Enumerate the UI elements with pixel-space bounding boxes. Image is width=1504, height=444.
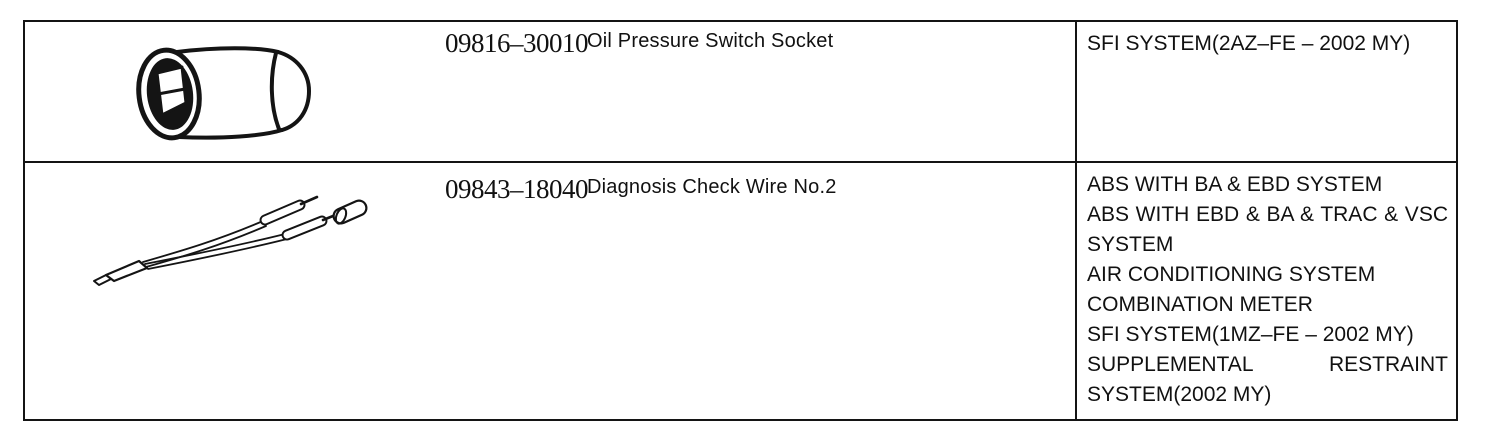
part-number: 09816–30010 xyxy=(445,28,589,58)
system-entry: ABS WITH EBD & BA & TRAC & VSC SYSTEM xyxy=(1087,203,1448,256)
tool-cell: 09816–30010 Oil Pressure Switch Socket xyxy=(25,22,1075,161)
systems-cell: ABS WITH BA & EBD SYSTEM ABS WITH EBD & … xyxy=(1075,161,1456,419)
system-entry: SFI SYSTEM(2AZ–FE – 2002 MY) xyxy=(1087,32,1411,55)
oil-pressure-switch-socket-illustration xyxy=(136,46,311,141)
tool-name: Diagnosis Check Wire No.2 xyxy=(587,176,837,198)
part-number: 09843–18040 xyxy=(445,174,589,204)
tool-name: Oil Pressure Switch Socket xyxy=(587,30,834,52)
systems-cell: SFI SYSTEM(2AZ–FE – 2002 MY) xyxy=(1075,22,1456,161)
system-entry: SFI SYSTEM(1MZ–FE – 2002 MY) xyxy=(1087,323,1414,346)
sst-table: 09816–30010 Oil Pressure Switch Socket S… xyxy=(23,20,1458,421)
diagnosis-check-wire-illustration xyxy=(93,195,368,286)
system-entry: AIR CONDITIONING SYSTEM xyxy=(1087,263,1376,286)
system-entry: COMBINATION METER xyxy=(1087,293,1313,316)
systems-list: ABS WITH BA & EBD SYSTEM ABS WITH EBD & … xyxy=(1077,163,1456,410)
systems-list: SFI SYSTEM(2AZ–FE – 2002 MY) xyxy=(1077,22,1456,59)
tool-cell: 09843–18040 Diagnosis Check Wire No.2 xyxy=(25,161,1075,419)
system-entry: ABS WITH BA & EBD SYSTEM xyxy=(1087,173,1383,196)
system-entry: SUPPLEMENTAL RESTRAINT SYSTEM(2002 MY) xyxy=(1087,353,1448,406)
